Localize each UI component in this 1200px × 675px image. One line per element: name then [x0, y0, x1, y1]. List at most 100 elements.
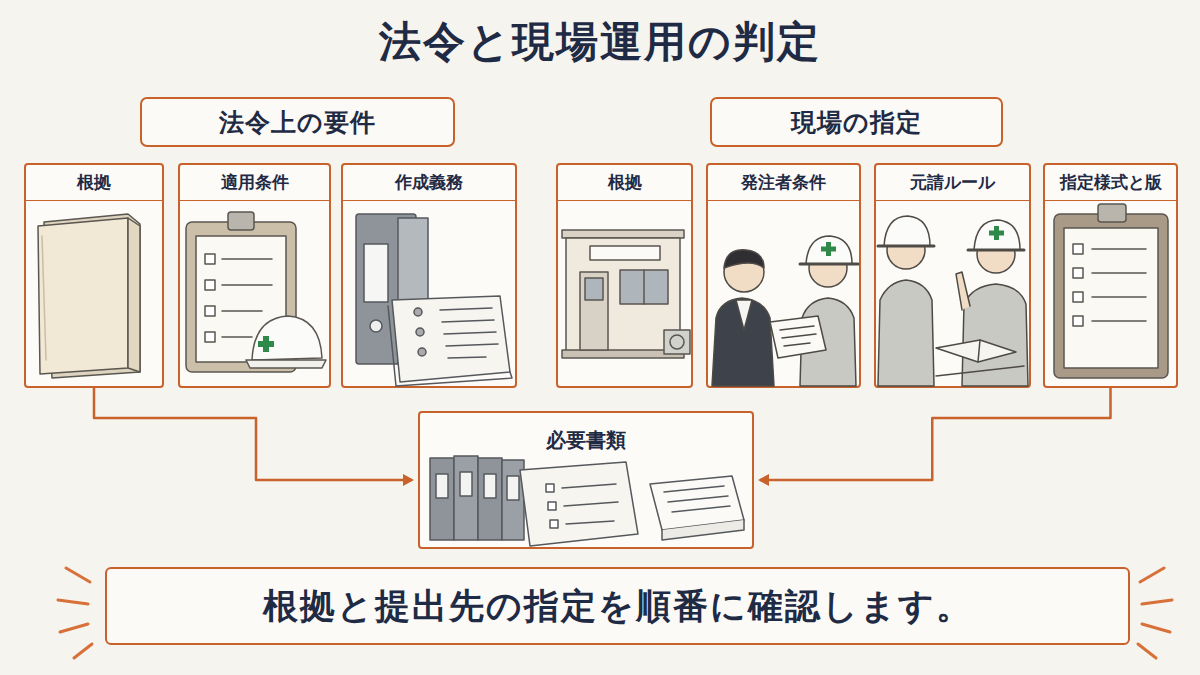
illustration-part [566, 521, 614, 524]
illustration-part [186, 222, 296, 372]
illustration-part [356, 214, 416, 364]
illustration-part [388, 306, 512, 386]
documents-illustration [430, 456, 744, 546]
illustration-part [672, 506, 730, 512]
illustration-part [414, 308, 422, 316]
illustration-part [664, 330, 690, 354]
illustration-part [585, 278, 603, 300]
category-card: 指定様式と版 [1043, 163, 1178, 388]
illustration-part [446, 344, 498, 346]
illustration-part [821, 247, 836, 252]
illustration-part [246, 360, 326, 368]
illustration-part [128, 218, 140, 372]
illustration-part [936, 340, 1016, 362]
illustration-part [800, 263, 858, 266]
illustration-part [1140, 568, 1164, 582]
illustration-part [878, 245, 934, 248]
contractor-rule-illustration [878, 216, 1028, 386]
client-meeting-illustration [712, 236, 858, 386]
illustration-part [1098, 204, 1126, 222]
summary-banner: 根拠と提出先の指定を順番に確認します。 [105, 567, 1130, 645]
illustration-part [562, 484, 616, 488]
illustration-part [460, 472, 472, 496]
illustration-part [205, 280, 215, 290]
illustration-part [712, 298, 774, 386]
illustration-part [650, 476, 744, 530]
illustration-part [884, 216, 930, 246]
node-label: 適用条件 [180, 165, 329, 201]
illustration-part [643, 270, 645, 304]
illustration-part [222, 284, 272, 286]
illustration-part [205, 254, 215, 264]
illustration-part [809, 249, 847, 287]
node-label: 元請ルール [876, 165, 1029, 201]
illustration-part [977, 235, 1015, 273]
illustration-part [392, 296, 510, 382]
illustration-part [42, 236, 46, 360]
node-label: 作成義務 [343, 165, 515, 201]
illustration-part [670, 335, 684, 349]
flow-arrow [94, 388, 412, 480]
illustration-part [1064, 228, 1158, 368]
illustration-part [662, 520, 744, 540]
illustration-part [564, 502, 618, 506]
illustration-part [205, 332, 215, 342]
illustration-part [520, 462, 638, 546]
illustration-part [736, 300, 752, 330]
illustration-part [60, 624, 88, 632]
illustration-part [1138, 644, 1156, 658]
illustration-part [580, 272, 608, 350]
illustration-part [1092, 296, 1146, 298]
illustration-part [205, 306, 215, 316]
illustration-part [562, 230, 684, 238]
illustration-part [974, 220, 1020, 250]
illustration-part [784, 343, 810, 346]
category-card: 根拠 [24, 163, 164, 388]
category-card: 発注者条件 [706, 163, 861, 388]
category-card: 元請ルール [874, 163, 1031, 388]
node-label: 現場の指定 [791, 106, 922, 139]
binder-illustration [356, 214, 512, 386]
illustration-part [418, 348, 426, 356]
illustration-part [806, 236, 852, 264]
node-label: 法令上の要件 [219, 106, 376, 139]
illustration-part [1073, 244, 1083, 254]
illustration-part [590, 246, 660, 260]
diagram-title: 法令と現場運用の判定 [0, 14, 1200, 70]
node-label: 根拠と提出先の指定を順番に確認します。 [263, 583, 973, 630]
illustration-part [994, 226, 999, 240]
illustration-part [978, 340, 980, 362]
site-office-illustration [562, 230, 690, 358]
illustration-part [826, 242, 831, 256]
illustration-part [38, 218, 128, 374]
illustration-part [1054, 214, 1168, 378]
illustration-part [502, 460, 524, 540]
illustration-part [448, 357, 486, 358]
illustration-part [989, 231, 1004, 236]
illustration-part [770, 316, 826, 358]
illustration-part [878, 280, 934, 386]
illustration-part [1142, 624, 1170, 632]
illustration-part [620, 270, 668, 304]
category-card: 作成義務 [341, 163, 517, 388]
node-label: 根拠 [26, 165, 162, 201]
emphasis-burst [58, 568, 1172, 658]
illustration-part [444, 332, 496, 334]
illustration-part [962, 284, 1028, 386]
illustration-part [442, 320, 494, 322]
illustration-part [887, 231, 925, 269]
book-illustration [38, 214, 140, 378]
illustration-part [1073, 268, 1083, 278]
illustration-part [364, 244, 388, 302]
illustration-part [936, 366, 1024, 376]
node-label: 発注者条件 [708, 165, 859, 201]
node-label: 根拠 [558, 165, 691, 201]
node-label: 必要書類 [420, 413, 752, 454]
illustration-part [507, 476, 519, 500]
illustration-part [416, 328, 424, 336]
illustration-part [550, 520, 558, 528]
form-clipboard-illustration [1054, 204, 1168, 378]
illustration-part [370, 320, 382, 332]
